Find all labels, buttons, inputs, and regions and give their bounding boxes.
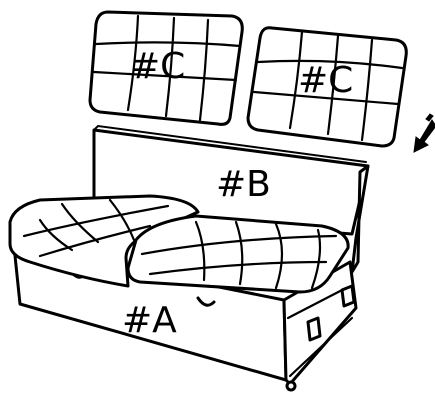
- backrest-label: #B: [216, 164, 271, 205]
- base-side-hinge: [342, 286, 354, 306]
- base-foot: [287, 382, 295, 390]
- base-side-latch: [308, 318, 320, 340]
- arrow-down-left-icon: [414, 114, 435, 152]
- cushion-right-label: #C: [298, 60, 353, 101]
- cushion-right: #C: [248, 28, 406, 146]
- base-label: #A: [122, 300, 177, 341]
- cushion-left-label: #C: [130, 46, 185, 87]
- cushion-left: #C: [90, 12, 242, 124]
- seat-cushion-right: [128, 216, 348, 292]
